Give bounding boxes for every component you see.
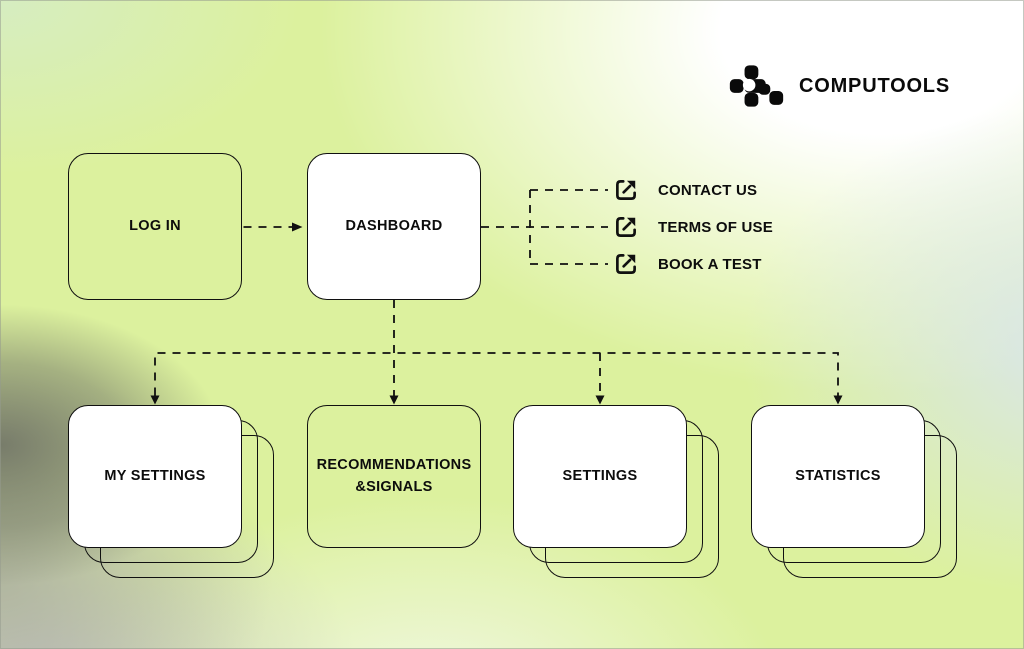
node-my-settings: MY SETTINGS (68, 405, 242, 548)
node-settings-stack: SETTINGS (513, 405, 719, 578)
arrowhead-statistics (833, 395, 843, 405)
node-login: LOG IN (68, 153, 242, 300)
node-my-settings-label: MY SETTINGS (104, 467, 206, 484)
node-recommendations-label: RECOMMENDATIONS &SIGNALS (316, 457, 472, 495)
brand-name: COMPUTOOLS (799, 74, 950, 97)
external-link-label: BOOK A TEST (658, 255, 762, 273)
arrowhead-recommendations (389, 395, 399, 405)
arrowhead-my-settings (150, 395, 160, 405)
connector-distribution (154, 352, 839, 396)
external-link-contact-us: CONTACT US (612, 173, 757, 207)
external-link-book-a-test: BOOK A TEST (612, 247, 762, 281)
node-recommendations-signals: RECOMMENDATIONS &SIGNALS (307, 405, 481, 548)
node-dashboard: DASHBOARD (307, 153, 481, 300)
node-statistics-stack: STATISTICS (751, 405, 957, 578)
node-my-settings-stack: MY SETTINGS (68, 405, 274, 578)
external-link-label: TERMS OF USE (658, 218, 773, 236)
external-link-icon (616, 254, 636, 274)
node-statistics-label: STATISTICS (795, 467, 881, 484)
node-settings-label: SETTINGS (562, 467, 638, 484)
node-statistics: STATISTICS (751, 405, 925, 548)
node-login-label: LOG IN (129, 217, 181, 234)
computools-logo-icon (729, 65, 784, 107)
external-link-icon (616, 217, 636, 237)
arrowhead-settings (595, 395, 605, 405)
external-link-label: CONTACT US (658, 181, 758, 199)
node-settings: SETTINGS (513, 405, 687, 548)
arrowhead-dashboard (292, 222, 303, 232)
external-link-terms-of-use: TERMS OF USE (612, 210, 773, 244)
brand-logo: COMPUTOOLS (728, 64, 950, 108)
external-link-icon (616, 180, 636, 200)
node-dashboard-label: DASHBOARD (345, 217, 443, 234)
